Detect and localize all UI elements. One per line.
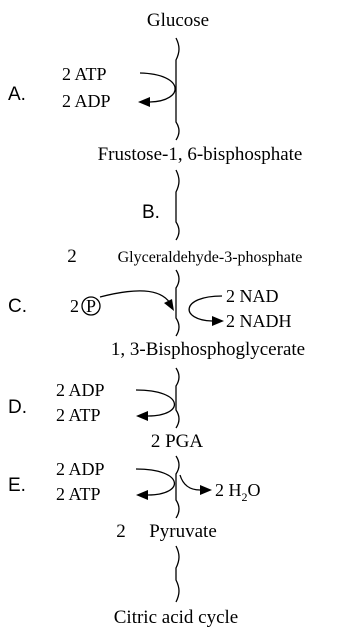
step-a-output: 2 ADP [62,91,111,111]
step-d-arrowhead-icon [136,411,148,421]
pathway-connector-d [175,367,180,429]
step-e-arrowhead-icon [136,490,148,500]
pathway-connector-a [175,37,180,141]
step-label-c: C. [8,296,27,317]
step-d-arrow [135,389,176,417]
step-a-arrow [139,72,176,103]
step-label-e: E. [8,475,26,496]
water-subscript: 2 [242,490,248,504]
step-c-nad-arrow [188,295,223,322]
step-c-nad-arrowhead-icon [212,316,224,326]
step-c-phosphate-arrow [99,290,171,304]
phosphate-circle-icon [81,296,101,316]
step-label-d: D. [8,397,27,418]
step-c-phosphate-symbol: P [86,296,96,316]
step-label-b: B. [142,202,160,223]
step-c-nadh: 2 NADH [226,311,292,331]
metabolite-glucose: Glucose [147,10,209,31]
metabolite-pga: 2 PGA [151,431,204,452]
step-d-input: 2 ADP [56,380,105,400]
metabolite-citric-acid-cycle: Citric acid cycle [114,607,239,628]
metabolite-pyruvate: Pyruvate [149,521,217,542]
pathway-connector-b [175,169,180,241]
pathway-connector-c [175,269,180,337]
g3p-count: 2 [67,246,77,267]
step-c-phosphate-arrowhead-icon [164,299,174,311]
step-e-arrow [135,468,176,496]
metabolite-fructose-bisphosphate: Frustose-1, 6-bisphosphate [98,144,303,165]
pathway-connector-final [175,545,180,603]
step-d-output: 2 ATP [56,405,101,425]
step-e-output: 2 ATP [56,484,101,504]
pyruvate-count: 2 [116,521,126,542]
water-prefix: 2 H [215,480,242,500]
metabolite-glyceraldehyde-3-phosphate: Glyceraldehyde-3-phosphate [118,249,303,266]
step-label-a: A. [8,84,26,105]
metabolite-bisphosphoglycerate: 1, 3-Bisphosphoglycerate [111,339,305,360]
water-suffix: O [248,480,261,500]
step-a-input: 2 ATP [62,64,107,84]
step-c-nad: 2 NAD [226,286,279,306]
step-e-water-output: 2 H2O [215,480,261,504]
pathway-connector-e [175,455,180,519]
step-c-phosphate-count: 2 [70,296,79,316]
step-e-water-arrowhead-icon [200,485,212,495]
step-a-arrowhead-icon [138,97,150,107]
step-e-water-arrow [179,474,201,491]
step-e-input: 2 ADP [56,459,105,479]
